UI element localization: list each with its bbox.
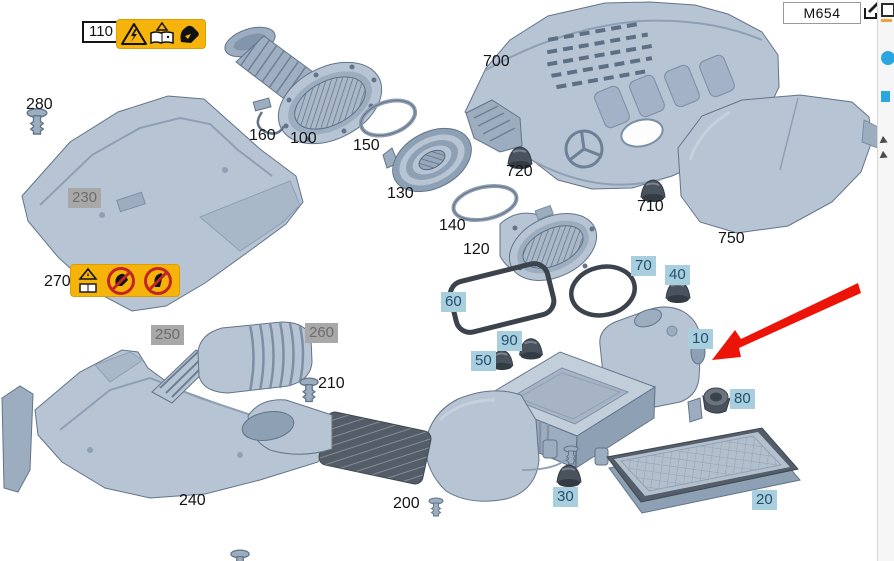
- part-240-cowl-panel: [1, 349, 331, 499]
- warning-label-110: [116, 19, 206, 49]
- pan-arrow-icon[interactable]: [879, 135, 890, 147]
- part-label-100[interactable]: 100: [290, 130, 317, 147]
- no-reach-prohibition-icon-2: [143, 266, 172, 295]
- part-label-260: 260: [305, 323, 339, 343]
- part-label-700[interactable]: 700: [483, 53, 510, 70]
- part-80-bushing: [702, 387, 731, 414]
- part-label-40[interactable]: 40: [665, 265, 690, 285]
- pan-arrow-icon[interactable]: [879, 150, 890, 162]
- part-70-o-ring: [569, 264, 637, 318]
- no-reach-prohibition-icon-1: [106, 266, 135, 295]
- part-label-130[interactable]: 130: [387, 185, 414, 202]
- part-20-filter-element: [606, 427, 801, 514]
- part-label-90[interactable]: 90: [497, 331, 522, 351]
- part-label-710[interactable]: 710: [637, 198, 664, 215]
- insulated-glove-hand-icon: [180, 25, 199, 43]
- part-label-210[interactable]: 210: [318, 375, 345, 392]
- module-code-box[interactable]: M654: [783, 2, 861, 24]
- part-label-70[interactable]: 70: [631, 256, 656, 276]
- side-toolbar: [877, 0, 894, 561]
- part-260-resonator-block: [197, 321, 313, 394]
- pointer-arrow: [712, 283, 861, 360]
- part-230-cowl-panel: [21, 95, 304, 312]
- part-label-240[interactable]: 240: [179, 492, 206, 509]
- part-label-20[interactable]: 20: [752, 490, 777, 510]
- edit-pencil-icon[interactable]: [862, 1, 881, 20]
- read-manual-warning-icon: [78, 267, 98, 293]
- part-label-150[interactable]: 150: [353, 137, 380, 154]
- part-150-gasket-ring: [358, 98, 418, 138]
- selection-square-tool-icon[interactable]: [881, 3, 894, 17]
- warning-label-270: [70, 264, 180, 297]
- module-code: M654: [803, 5, 841, 21]
- mercedes-star-icon: [564, 129, 604, 169]
- orange-marker-tool-icon[interactable]: [881, 19, 892, 22]
- part-label-270[interactable]: 270: [44, 273, 71, 290]
- part-label-60[interactable]: 60: [441, 292, 466, 312]
- part-200-intake-duct: [241, 390, 571, 502]
- part-label-720[interactable]: 720: [506, 163, 533, 180]
- part-label-200[interactable]: 200: [393, 495, 420, 512]
- note-tool-icon[interactable]: [881, 91, 890, 102]
- part-label-120[interactable]: 120: [463, 241, 490, 258]
- part-label-110: 110: [82, 21, 120, 43]
- read-manual-book-icon: [150, 22, 174, 45]
- part-label-160[interactable]: 160: [249, 127, 276, 144]
- part-label-30[interactable]: 30: [553, 487, 578, 507]
- part-label-140[interactable]: 140: [439, 217, 466, 234]
- high-voltage-triangle-icon: [121, 23, 147, 45]
- part-label-280[interactable]: 280: [26, 96, 53, 113]
- part-160-clamp: [252, 97, 286, 135]
- part-label-50[interactable]: 50: [471, 351, 496, 371]
- info-circle-tool-icon[interactable]: [881, 51, 894, 65]
- part-label-10[interactable]: 10: [688, 329, 713, 349]
- part-label-80[interactable]: 80: [730, 389, 755, 409]
- part-100-intake-duct: [224, 26, 383, 145]
- part-130-corrugated-duct: [382, 127, 472, 193]
- part-label-250: 250: [151, 325, 185, 345]
- part-label-750[interactable]: 750: [718, 230, 745, 247]
- part-label-230: 230: [68, 188, 102, 208]
- part-750-side-cover: [677, 94, 881, 234]
- part-140-gasket-ring: [451, 183, 519, 223]
